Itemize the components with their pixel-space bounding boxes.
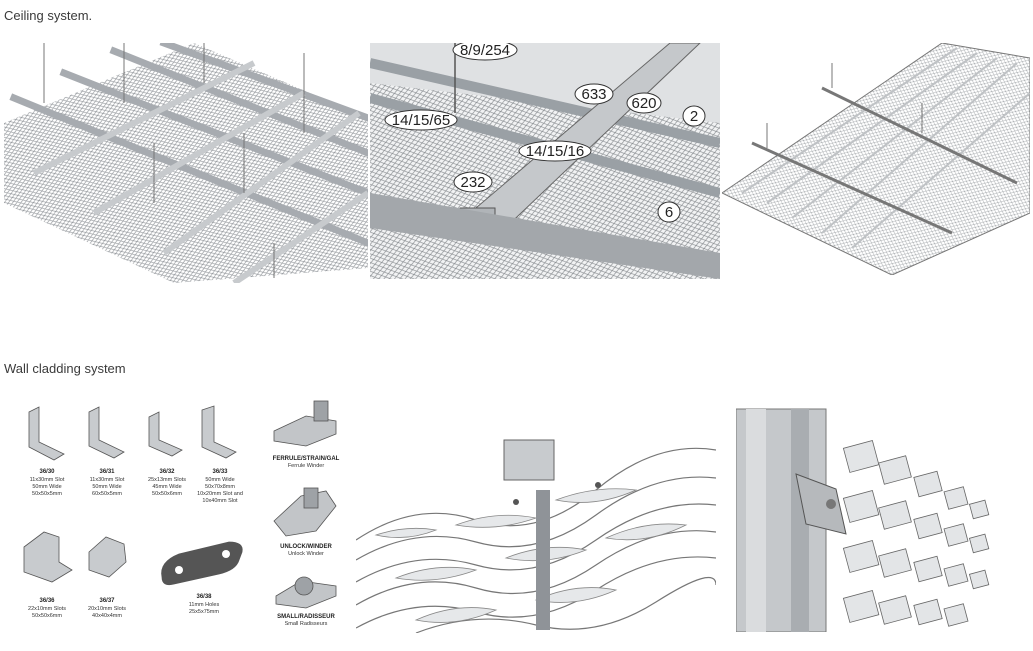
bracket-36-36-icon [23, 531, 73, 583]
wall-mesh-image [356, 430, 716, 633]
svg-text:14/15/16: 14/15/16 [526, 143, 584, 160]
svg-text:Small Radisseurs: Small Radisseurs [285, 621, 328, 627]
svg-text:50x50x5mm: 50x50x5mm [32, 491, 62, 497]
svg-text:UNLOCK/WINDER: UNLOCK/WINDER [280, 544, 332, 550]
callout-232: 232 [453, 171, 493, 193]
svg-text:40x40x4mm: 40x40x4mm [92, 613, 122, 619]
ceiling-panel-image [722, 43, 1030, 275]
svg-text:36/36: 36/36 [39, 598, 55, 604]
svg-text:10x40mm Slot: 10x40mm Slot [202, 498, 238, 504]
svg-text:Ferrule Winder: Ferrule Winder [288, 463, 325, 469]
callout-620: 620 [626, 92, 662, 114]
ceiling-detail-image: 8/9/254 633 620 2 14/15/65 14/15/16 232 [370, 43, 720, 279]
wall-section-title: Wall cladding system [4, 361, 126, 376]
svg-text:25x13mm Slots: 25x13mm Slots [148, 477, 186, 483]
svg-text:60x50x5mm: 60x50x5mm [92, 491, 122, 497]
svg-text:8/9/254: 8/9/254 [460, 43, 510, 59]
callout-8-9-254: 8/9/254 [452, 43, 518, 61]
svg-text:10x20mm Slot and: 10x20mm Slot and [197, 491, 243, 497]
svg-text:45mm Wide: 45mm Wide [152, 484, 181, 490]
svg-text:50mm Wide: 50mm Wide [205, 477, 234, 483]
callout-633: 633 [574, 83, 614, 105]
bracket-36-37-icon [88, 536, 127, 578]
ceiling-section-title: Ceiling system. [4, 8, 93, 23]
svg-text:6: 6 [665, 204, 673, 221]
svg-text:36/37: 36/37 [99, 598, 115, 604]
bracket-36-30-icon [28, 406, 65, 461]
ceiling-grid-image [4, 43, 368, 283]
svg-text:633: 633 [581, 86, 606, 103]
svg-text:50x50x6mm: 50x50x6mm [152, 491, 182, 497]
svg-text:50mm Wide: 50mm Wide [92, 484, 121, 490]
svg-text:50x50x6mm: 50x50x6mm [32, 613, 62, 619]
ferrule-winder-icon [273, 415, 337, 447]
svg-text:11mm Holes: 11mm Holes [189, 602, 220, 608]
svg-text:SMALL/RADISSEUR: SMALL/RADISSEUR [277, 614, 335, 620]
svg-text:36/30: 36/30 [39, 469, 55, 475]
svg-text:20x10mm Slots: 20x10mm Slots [88, 606, 126, 612]
svg-text:25x5x75mm: 25x5x75mm [189, 609, 219, 615]
bracket-36-31-icon [88, 406, 125, 459]
bracket-36-38-icon [161, 541, 243, 586]
svg-text:232: 232 [460, 174, 485, 191]
callout-14-15-65: 14/15/65 [384, 109, 458, 131]
brackets-catalog-image: 36/30 11x30mm Slot 50mm Wide 50x50x5mm 3… [14, 402, 258, 627]
wall-detail-image [736, 404, 994, 632]
bracket-36-33-icon [201, 405, 237, 459]
svg-text:14/15/65: 14/15/65 [392, 112, 450, 129]
callout-2: 2 [682, 105, 706, 127]
svg-text:36/33: 36/33 [212, 469, 228, 475]
svg-text:11x30mm Slot: 11x30mm Slot [30, 477, 65, 483]
svg-text:620: 620 [631, 95, 656, 112]
svg-text:50mm Wide: 50mm Wide [32, 484, 61, 490]
fixings-image: FERRULE/STRAIN/GAL Ferrule Winder UNLOCK… [266, 396, 346, 628]
svg-text:36/32: 36/32 [159, 469, 175, 475]
svg-text:36/31: 36/31 [99, 469, 115, 475]
svg-text:36/38: 36/38 [196, 594, 212, 600]
svg-text:FERRULE/STRAIN/GAL: FERRULE/STRAIN/GAL [273, 456, 340, 462]
svg-text:Unlock Winder: Unlock Winder [288, 551, 324, 557]
svg-text:11x30mm Slot: 11x30mm Slot [90, 477, 125, 483]
callout-14-15-16: 14/15/16 [518, 140, 592, 162]
callout-6: 6 [657, 201, 681, 223]
bracket-36-32-icon [148, 411, 183, 457]
unlock-winder-icon [273, 490, 337, 537]
svg-text:2: 2 [690, 108, 698, 125]
svg-text:22x10mm Slots: 22x10mm Slots [28, 606, 66, 612]
svg-text:50x70x8mm: 50x70x8mm [205, 484, 235, 490]
